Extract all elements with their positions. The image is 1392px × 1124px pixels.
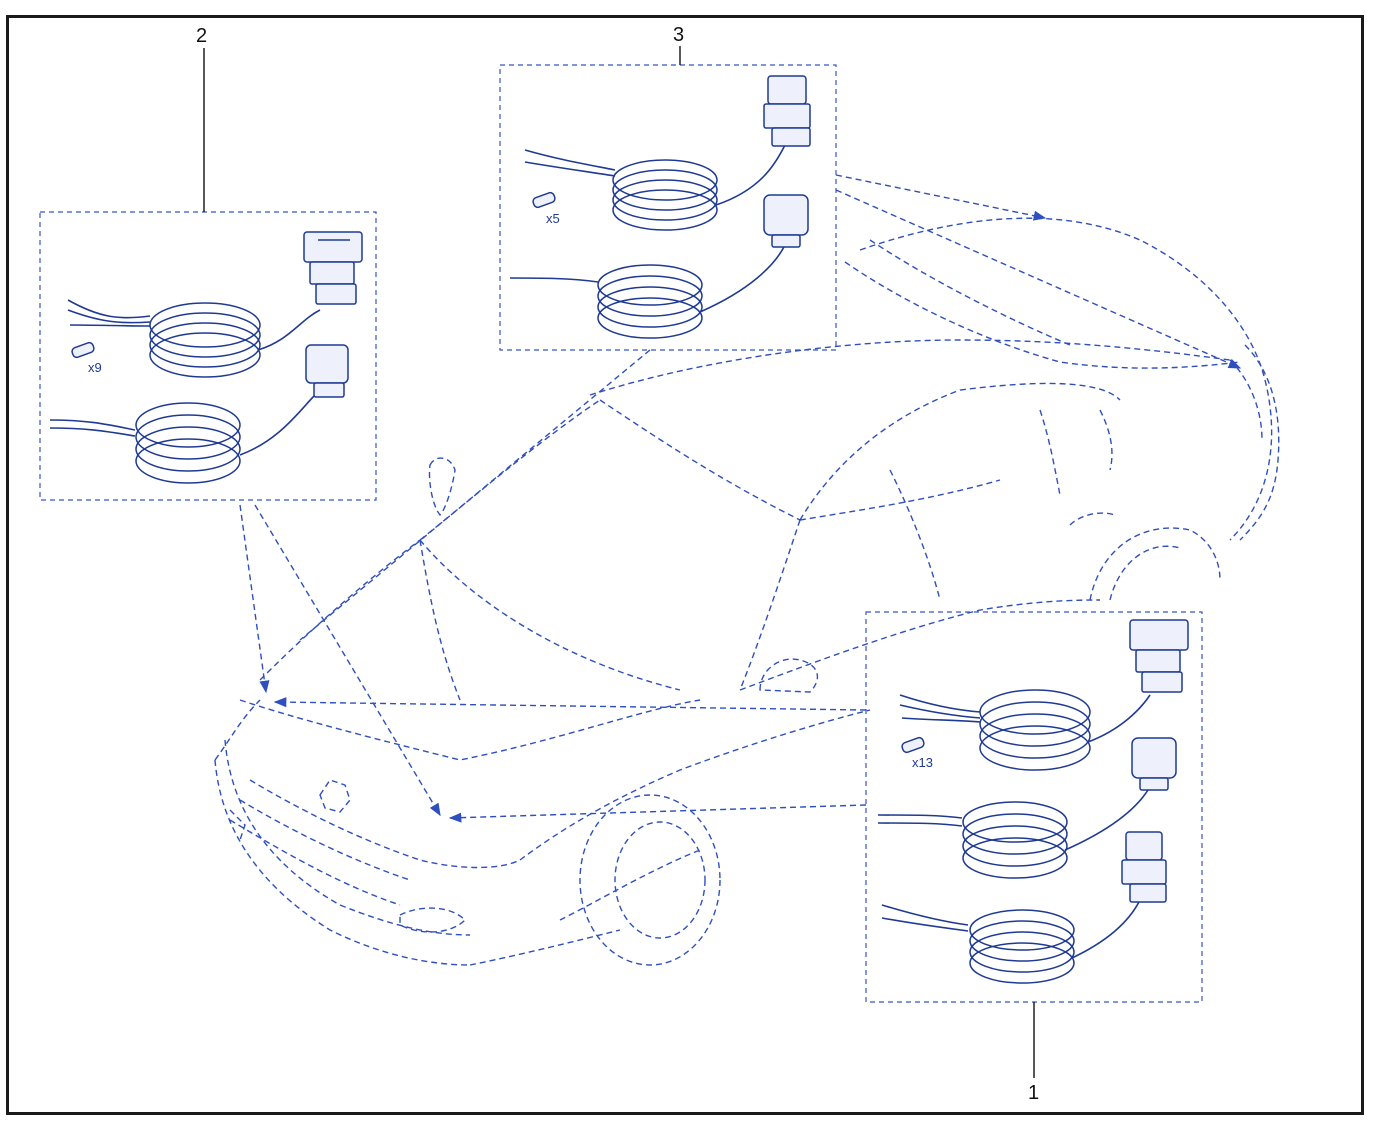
connector-icon [303, 231, 363, 305]
wire-coil-icon [49, 394, 316, 484]
location-arrows [239, 174, 1242, 823]
wire-coil-icon [524, 144, 786, 231]
kit-box-2 [39, 211, 377, 501]
callout-number-1: 1 [1028, 1082, 1040, 1104]
wire-coil-icon [877, 789, 1149, 879]
wire-coil-icon [899, 689, 1151, 771]
wire-coil-icon [881, 899, 1141, 984]
fuse-icon [532, 191, 556, 209]
connector-icon [1129, 619, 1189, 693]
kit-box-3 [499, 64, 837, 351]
kit-2-parts: x9 [49, 231, 363, 484]
wire-coil-icon [509, 244, 786, 339]
connector-icon [1131, 737, 1177, 791]
connector-icon [763, 194, 809, 248]
wire-coil-icon [67, 299, 321, 378]
fuse-quantity-kit-1: x13 [912, 755, 933, 770]
fuse-quantity-kit-3: x5 [546, 211, 560, 226]
callout-number-3: 3 [673, 24, 685, 46]
callout-number-2: 2 [196, 25, 208, 47]
fuse-icon [901, 736, 925, 754]
kit-1-parts: x13 [877, 619, 1189, 984]
kit-3-parts: x5 [509, 75, 811, 339]
fuse-icon [71, 341, 95, 359]
connector-icon [1121, 831, 1167, 903]
connector-icon [763, 75, 811, 147]
fuse-quantity-kit-2: x9 [88, 360, 102, 375]
connector-icon [305, 344, 349, 398]
car-outline [214, 217, 1280, 966]
